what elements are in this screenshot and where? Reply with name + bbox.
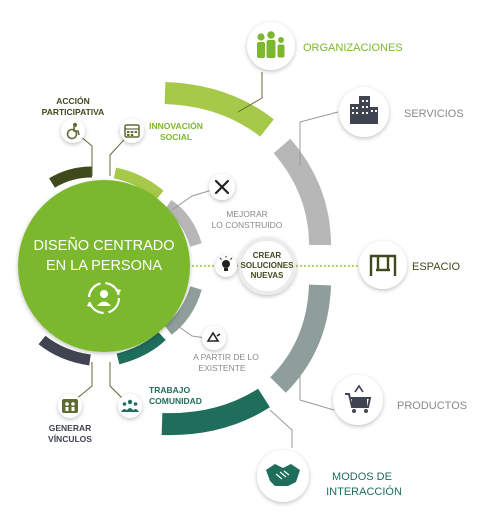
innovacion-line1: INNOVACIÓN	[149, 120, 203, 131]
hub-line2: SOLUCIONES	[241, 261, 295, 270]
arc-modos	[161, 388, 270, 436]
center-arc-slate	[38, 335, 91, 366]
buildings-icon	[350, 96, 378, 124]
inner-arc-top	[164, 199, 202, 247]
partir-line1: A PARTIR DE LO	[193, 352, 259, 362]
line-modos	[269, 409, 293, 448]
shopping-cart-icon	[345, 384, 372, 413]
innovacion-line2: SOCIAL	[160, 132, 192, 142]
productos-label: PRODUCTOS	[397, 400, 467, 412]
accion-line2: PARTICIPATIVA	[42, 107, 105, 117]
users-cycle-icon	[87, 281, 121, 315]
modos-node: MODOS DE INTERACCIÓN	[257, 450, 402, 502]
center-title-line2: EN LA PERSONA	[46, 258, 162, 274]
outer-ring	[161, 82, 331, 436]
trabajo-line2: COMUNIDAD	[149, 396, 202, 406]
recycle-icon	[206, 331, 221, 342]
mejorar-line2: LO CONSTRUIDO	[212, 220, 283, 230]
partir-node: A PARTIR DE LO EXISTENTE	[193, 326, 259, 373]
lightbulb-icon	[219, 256, 233, 271]
line-servicios	[299, 111, 339, 166]
community-icon	[121, 399, 139, 412]
idea-node	[215, 255, 237, 277]
trabajo-node: TRABAJO COMUNIDAD	[118, 385, 202, 418]
family-icon	[257, 31, 285, 58]
innovacion-node: INNOVACIÓN SOCIAL	[120, 119, 203, 143]
center-arc-lightgreen	[113, 167, 164, 200]
hub-line3: NUEVAS	[251, 271, 284, 280]
organizaciones-label: ORGANIZACIONES	[303, 42, 403, 54]
center-arcs	[38, 166, 166, 366]
generar-node: GENERAR VÍNCULOS	[48, 394, 92, 444]
generar-line1: GENERAR	[49, 423, 92, 433]
center-title-line1: DISEÑO CENTRADO	[34, 237, 175, 254]
hub-line1: CREAR	[253, 251, 282, 260]
line-organizaciones	[237, 72, 263, 113]
productos-node: PRODUCTOS	[333, 375, 467, 425]
organizaciones-node: ORGANIZACIONES	[247, 22, 403, 70]
hub-node: CREAR SOLUCIONES NUEVAS	[238, 237, 296, 295]
generar-line2: VÍNCULOS	[48, 434, 92, 444]
line-mejorar	[171, 189, 213, 211]
modos-line1: MODOS DE	[332, 471, 392, 483]
accion-node: ACCIÓN PARTICIPATIVA	[42, 95, 105, 143]
servicios-label: SERVICIOS	[404, 108, 464, 120]
wheelchair-icon	[66, 122, 80, 140]
accion-line1: ACCIÓN	[56, 95, 90, 106]
arc-productos	[270, 284, 331, 393]
trabajo-line1: TRABAJO	[149, 385, 190, 395]
inner-arc-bottom	[164, 286, 202, 335]
servicios-node: SERVICIOS	[339, 87, 464, 137]
center-arc-olive	[49, 166, 93, 188]
center-node: DISEÑO CENTRADO EN LA PERSONA	[18, 180, 190, 352]
swing-icon	[369, 254, 397, 276]
modos-line2: INTERACCIÓN	[326, 485, 402, 498]
center-arc-teal	[116, 331, 166, 365]
mejorar-line1: MEJORAR	[226, 209, 268, 219]
connector-lines-gray	[171, 111, 339, 448]
line-productos	[299, 366, 335, 411]
mejorar-node: MEJORAR LO CONSTRUIDO	[209, 174, 283, 230]
arc-organizaciones	[164, 82, 274, 137]
line-partir	[171, 321, 207, 339]
partir-line2: EXISTENTE	[198, 363, 246, 373]
espacio-node: ESPACIO	[359, 241, 461, 289]
handshake-icon	[266, 464, 300, 486]
inner-ring	[164, 199, 202, 335]
people-group-icon	[62, 399, 78, 413]
arc-servicios	[273, 138, 331, 246]
tools-icon	[214, 179, 230, 195]
espacio-label: ESPACIO	[412, 261, 461, 273]
calendar-grid-icon	[124, 124, 140, 138]
